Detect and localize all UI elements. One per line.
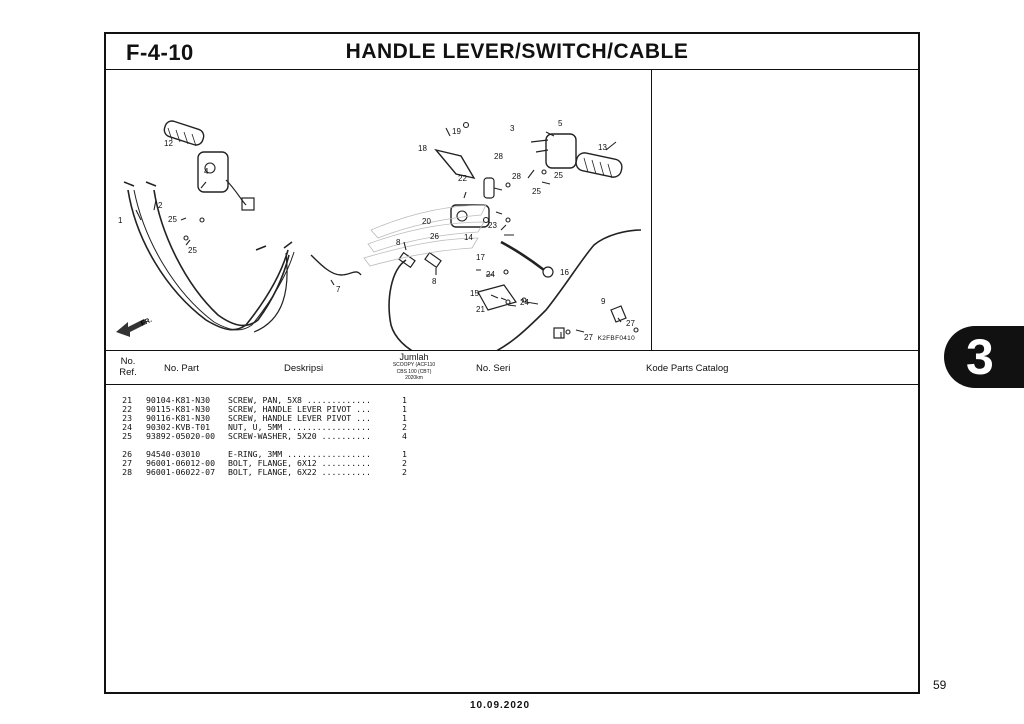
quantity-cell: 2 xyxy=(402,422,407,432)
ref-cell: 28 xyxy=(122,467,132,477)
callout: 27 xyxy=(584,333,593,342)
page-frame: F-4-10 HANDLE LEVER/SWITCH/CABLE xyxy=(104,32,920,694)
callout: 9 xyxy=(601,297,606,306)
callout: 20 xyxy=(422,217,431,226)
print-date: 10.09.2020 xyxy=(470,700,531,711)
callout: 1 xyxy=(118,216,123,225)
callout-labels: 1 2 4 5 7 8 8 9 10 12 13 14 15 16 17 18 … xyxy=(118,119,635,342)
header-no-seri: No. Seri xyxy=(476,363,511,374)
header-no-ref: No. Ref. xyxy=(119,356,137,378)
header-jumlah-sub2: CBS 100 (CBT) xyxy=(396,368,432,375)
chapter-tab: 3 xyxy=(944,326,1024,388)
page-number: 59 xyxy=(933,678,947,692)
header-jumlah-label: Jumlah xyxy=(399,352,429,362)
ref-cell: 25 xyxy=(122,431,132,441)
description-cell: BOLT, FLANGE, 6X22 .......... xyxy=(228,467,371,477)
callout: 23 xyxy=(488,221,497,230)
quantity-cell: 1 xyxy=(402,413,407,423)
title-bar: F-4-10 HANDLE LEVER/SWITCH/CABLE xyxy=(106,34,918,70)
ref-cell: 27 xyxy=(122,458,132,468)
callout: 28 xyxy=(512,172,521,181)
section-code: F-4-10 xyxy=(126,40,194,65)
part-number-cell: 90115-K81-N30 xyxy=(146,404,211,414)
description-cell: SCREW-WASHER, 5X20 .......... xyxy=(228,431,371,441)
part-number-cell: 90116-K81-N30 xyxy=(146,413,211,423)
description-cell: SCREW, HANDLE LEVER PIVOT ... xyxy=(228,404,371,414)
part-number-cell: 90104-K81-N30 xyxy=(146,395,211,405)
ref-cell: 23 xyxy=(122,413,132,423)
callout: 8 xyxy=(432,277,437,286)
callout: 26 xyxy=(430,232,439,241)
ref-cell: 26 xyxy=(122,449,132,459)
diagram-code: K2FBF0410 xyxy=(597,335,635,342)
header-deskripsi: Deskripsi xyxy=(284,363,324,374)
description-cell: BOLT, FLANGE, 6X12 .......... xyxy=(228,458,371,468)
callout: 7 xyxy=(336,285,341,294)
description-cell: SCREW, PAN, 5X8 ............. xyxy=(228,395,371,405)
table-header: No. Ref. No. Part Deskripsi Jumlah SCOOP… xyxy=(106,350,918,385)
callout: 18 xyxy=(418,144,427,153)
callout: 15 xyxy=(470,289,479,298)
callout: 25 xyxy=(168,215,177,224)
callout: 28 xyxy=(494,152,503,161)
part-number-cell: 90302-KVB-T01 xyxy=(146,422,211,432)
header-jumlah-sub1: SCOOPY (ACF110 xyxy=(392,362,436,368)
quantity-cell: 4 xyxy=(402,431,407,441)
callout: 25 xyxy=(554,171,563,180)
callout: 13 xyxy=(598,143,607,152)
callout: 19 xyxy=(452,127,461,136)
header-kode-parts: Kode Parts Catalog xyxy=(646,363,729,374)
callout: 25 xyxy=(188,246,197,255)
callout: 3 xyxy=(510,124,515,133)
fr-label: FR. xyxy=(140,317,153,328)
callout: 22 xyxy=(458,174,467,183)
callout: 5 xyxy=(558,119,563,128)
callout: 4 xyxy=(204,167,209,176)
ref-cell: 22 xyxy=(122,404,132,414)
header-jumlah-sub3: 2020km xyxy=(405,375,423,381)
part-number-cell: 96001-06022-07 xyxy=(146,467,216,477)
quantity-cell: 1 xyxy=(402,449,407,459)
chapter-number: 3 xyxy=(966,329,994,385)
callout: 14 xyxy=(464,233,473,242)
callout: 12 xyxy=(164,139,173,148)
header-jumlah: Jumlah SCOOPY (ACF110 CBS 100 (CBT) 2020… xyxy=(368,352,460,382)
diagram-illustration: FR. 1 2 4 5 7 8 8 9 10 12 13 14 15 16 17… xyxy=(116,119,642,350)
ref-cell: 21 xyxy=(122,395,132,405)
quantity-cell: 1 xyxy=(402,404,407,414)
part-number-cell: 94540-03010 xyxy=(146,449,201,459)
callout: 8 xyxy=(396,238,401,247)
ref-cell: 24 xyxy=(122,422,132,432)
parts-diagram: FR. 1 2 4 5 7 8 8 9 10 12 13 14 15 16 17… xyxy=(106,70,652,350)
quantity-cell: 2 xyxy=(402,458,407,468)
front-arrow-icon: FR. xyxy=(116,317,153,337)
header-no-part: No. Part xyxy=(164,363,199,374)
description-cell: E-RING, 3MM ................. xyxy=(228,449,371,459)
quantity-cell: 1 xyxy=(402,395,407,405)
callout: 25 xyxy=(532,187,541,196)
callout: 16 xyxy=(560,268,569,277)
description-cell: SCREW, HANDLE LEVER PIVOT ... xyxy=(228,413,371,423)
callout: 27 xyxy=(626,319,635,328)
description-cell: NUT, U, 5MM ................. xyxy=(228,422,371,432)
callout: 21 xyxy=(476,305,485,314)
part-number-cell: 93892-05020-00 xyxy=(146,431,216,441)
page-title: HANDLE LEVER/SWITCH/CABLE xyxy=(345,40,689,63)
quantity-cell: 2 xyxy=(402,467,407,477)
callout: 17 xyxy=(476,253,485,262)
callout: 2 xyxy=(158,201,163,210)
callout: 24 xyxy=(520,298,529,307)
part-number-cell: 96001-06012-00 xyxy=(146,458,216,468)
callout: 24 xyxy=(486,270,495,279)
